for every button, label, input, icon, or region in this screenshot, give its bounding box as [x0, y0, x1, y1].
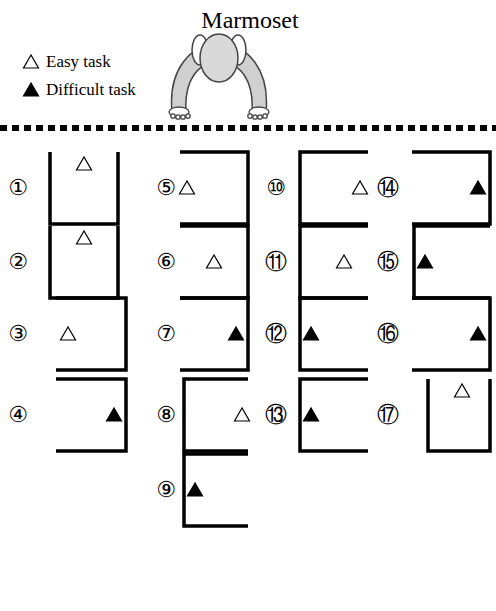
- marmoset-head: [200, 34, 238, 82]
- callout-number: ⑦: [156, 322, 176, 346]
- callout-number: ⑧: [156, 403, 176, 427]
- callout-number: ④: [8, 403, 28, 427]
- callout-number: ③: [8, 322, 28, 346]
- callout-number: ⑪: [265, 250, 287, 274]
- difficult-task-marker: [107, 408, 122, 421]
- difficult-task-marker: [304, 408, 319, 421]
- difficult-task-marker: [304, 327, 319, 340]
- task-frame: [412, 152, 490, 224]
- task-frame: [50, 226, 118, 298]
- task-frame: [180, 226, 248, 298]
- legend-item: Easy task: [22, 52, 111, 72]
- easy-task-marker: [77, 157, 92, 170]
- task-frame: [56, 379, 126, 451]
- easy-task-marker: [353, 181, 368, 194]
- callout-number: ①: [8, 176, 28, 200]
- callout-number: ⑥: [156, 250, 176, 274]
- task-frame: [180, 152, 248, 224]
- legend-swatch: [22, 82, 40, 98]
- easy-task-marker: [235, 408, 250, 421]
- callout-number: ⑩: [266, 176, 286, 200]
- task-frame: [184, 454, 248, 526]
- easy-task-marker: [180, 181, 195, 194]
- callout-number: ⑯: [377, 322, 399, 346]
- task-frame: [300, 379, 368, 451]
- task-frame: [180, 298, 248, 370]
- title: Marmoset: [201, 7, 298, 33]
- task-frame: [414, 226, 490, 298]
- task-frame: [300, 226, 368, 298]
- callout-number: ⑬: [265, 403, 287, 427]
- task-frame: [300, 298, 368, 370]
- legend-item: Difficult task: [22, 80, 136, 100]
- legend-label: Difficult task: [46, 80, 136, 100]
- callout-number: ⑭: [377, 176, 399, 200]
- callout-number: ⑰: [377, 403, 399, 427]
- easy-task-marker: [77, 231, 92, 244]
- task-frame: [412, 298, 490, 370]
- difficult-task-marker: [471, 327, 486, 340]
- callout-number: ②: [8, 250, 28, 274]
- easy-task-marker: [61, 327, 76, 340]
- difficult-task-marker: [188, 483, 203, 496]
- separator-line: [0, 125, 496, 131]
- task-frame: [428, 379, 490, 451]
- callout-number: ⑮: [377, 250, 399, 274]
- legend-swatch: [22, 54, 40, 70]
- callout-number: ⑤: [156, 176, 176, 200]
- easy-task-marker: [455, 384, 470, 397]
- task-frame: [50, 152, 118, 224]
- task-frame: [300, 152, 368, 224]
- easy-task-marker: [337, 255, 352, 268]
- legend-label: Easy task: [46, 52, 111, 72]
- difficult-task-marker: [471, 181, 486, 194]
- marmoset-hands: [169, 107, 269, 119]
- easy-task-marker: [207, 255, 222, 268]
- difficult-task-marker: [229, 327, 244, 340]
- difficult-task-marker: [418, 255, 433, 268]
- callout-number: ⑨: [156, 478, 176, 502]
- callout-number: ⑫: [265, 322, 287, 346]
- task-frame: [56, 298, 126, 370]
